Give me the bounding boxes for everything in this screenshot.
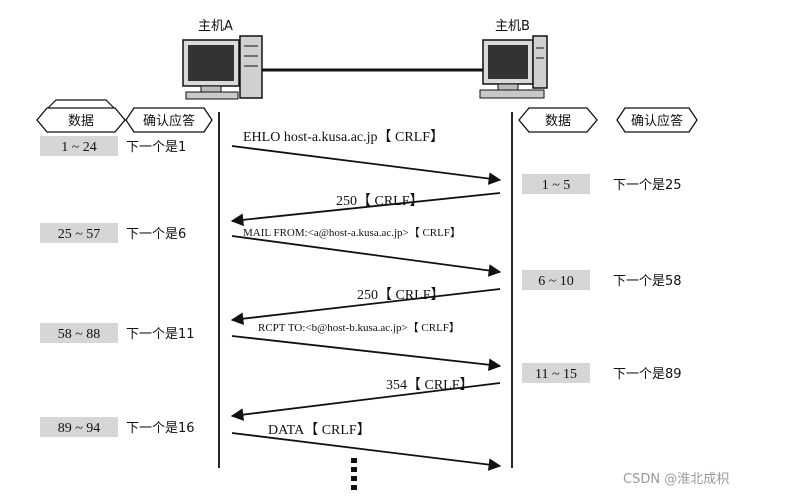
svg-text:确认应答: 确认应答	[631, 113, 683, 129]
message-arrow	[231, 335, 502, 371]
data-range-text: 1 ~ 24	[61, 140, 97, 155]
right-rows: 1 ~ 5 下一个是25 6 ~ 10 下一个是58 11 ~ 15 下一个是89	[522, 174, 682, 383]
ack-text: 下一个是89	[613, 367, 682, 382]
data-range-box	[522, 270, 590, 290]
right-row: 6 ~ 10 下一个是58	[522, 270, 682, 290]
message-arrow	[230, 192, 501, 227]
data-range-text: 25 ~ 57	[58, 227, 101, 242]
svg-text:确认应答: 确认应答	[143, 113, 195, 129]
host-a-computer-icon	[182, 35, 263, 100]
message-label: DATA【 CRLF】	[268, 422, 371, 438]
ack-text: 下一个是58	[613, 274, 682, 289]
message-label: 250【 CRLF】	[336, 193, 424, 209]
message-arrow	[230, 382, 501, 421]
message-arrow	[231, 432, 502, 471]
message-arrow	[231, 145, 502, 185]
continuation-dashes	[351, 458, 357, 490]
ack-text: 下一个是11	[126, 327, 195, 342]
data-range-box	[522, 363, 590, 383]
right-data-header: 数据	[518, 107, 598, 133]
message-arrow	[230, 288, 501, 325]
message-arrow	[231, 235, 502, 277]
message: 250【 CRLF】	[230, 192, 501, 227]
message-label: RCPT TO:<b@host-b.kusa.ac.jp>【 CRLF】	[258, 321, 460, 334]
right-row: 1 ~ 5 下一个是25	[522, 174, 682, 194]
left-ack-header: 确认应答	[125, 107, 213, 133]
message-label: EHLO host-a.kusa.ac.jp【 CRLF】	[243, 129, 444, 145]
data-range-text: 6 ~ 10	[538, 274, 574, 289]
left-row: 1 ~ 24 下一个是1	[40, 136, 186, 156]
message-label: 250【 CRLF】	[357, 287, 445, 303]
left-row: 89 ~ 94 下一个是16	[40, 417, 195, 437]
ack-text: 下一个是6	[126, 227, 186, 242]
data-range-box	[522, 174, 590, 194]
host-b-label: 主机B	[495, 19, 530, 34]
message: DATA【 CRLF】	[231, 422, 502, 471]
messages: EHLO host-a.kusa.ac.jp【 CRLF】 250【 CRLF】 M…	[230, 129, 502, 471]
ack-text: 下一个是1	[126, 140, 186, 155]
data-range-text: 1 ~ 5	[542, 178, 571, 193]
right-ack-header: 确认应答	[616, 107, 698, 133]
right-row: 11 ~ 15 下一个是89	[522, 363, 682, 383]
ack-text: 下一个是25	[613, 178, 682, 193]
data-range-box	[40, 136, 118, 156]
svg-text:数据: 数据	[545, 114, 571, 129]
data-range-box	[40, 417, 118, 437]
message: EHLO host-a.kusa.ac.jp【 CRLF】	[231, 129, 502, 185]
left-rows: 1 ~ 24 下一个是1 25 ~ 57 下一个是6 58 ~ 88 下一个是11 89 ~…	[40, 136, 195, 437]
message: RCPT TO:<b@host-b.kusa.ac.jp>【 CRLF】	[231, 321, 502, 371]
message: MAIL FROM:<a@host-a.kusa.ac.jp>【 CRLF】	[231, 226, 502, 277]
message-label: MAIL FROM:<a@host-a.kusa.ac.jp>【 CRLF】	[243, 226, 461, 239]
message-label: 354【 CRLF】	[386, 377, 474, 393]
message: 250【 CRLF】	[230, 287, 501, 325]
message: 354【 CRLF】	[230, 377, 501, 421]
data-range-box	[40, 323, 118, 343]
left-row: 25 ~ 57 下一个是6	[40, 223, 186, 243]
svg-text:数据: 数据	[68, 114, 94, 129]
data-range-box	[40, 223, 118, 243]
left-data-header: 数据	[36, 99, 126, 133]
host-a-label: 主机A	[198, 19, 233, 34]
host-b-computer-icon	[479, 35, 548, 99]
left-row: 58 ~ 88 下一个是11	[40, 323, 195, 343]
watermark: CSDN @淮北成枳	[623, 472, 729, 487]
data-range-text: 58 ~ 88	[58, 327, 101, 342]
data-range-text: 89 ~ 94	[58, 421, 101, 436]
data-range-text: 11 ~ 15	[535, 367, 577, 382]
ack-text: 下一个是16	[126, 421, 195, 436]
